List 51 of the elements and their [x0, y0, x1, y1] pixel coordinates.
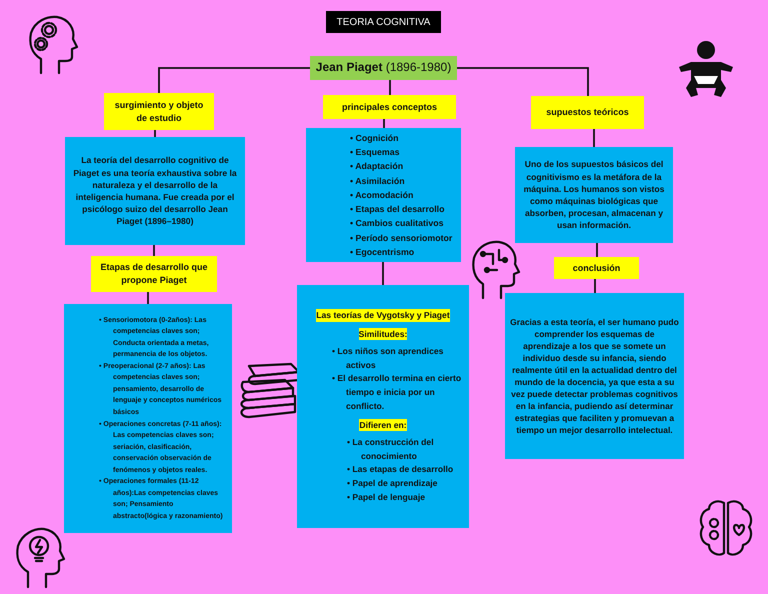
bullet-item: • Esquemas — [350, 146, 401, 160]
comparison-box — [297, 285, 469, 528]
highlighted-heading: Las teorías de Vygotsky y Piaget — [316, 309, 450, 322]
category-box — [91, 256, 217, 292]
text-box — [515, 147, 673, 243]
bullet-item: • Período sensoriomotor — [350, 232, 454, 245]
bullet-item: • Etapas del desarrollo — [350, 203, 446, 216]
list-box — [306, 128, 461, 262]
text-box — [505, 293, 684, 459]
connector-line — [383, 119, 385, 128]
category-box — [104, 93, 214, 130]
node-text: Gracias a esta teoría, el ser humano pudo comprender los esquemas de aprendizaje a los que se somete un individuo desde su infancia, siendo realmente útil en la actualidad dentro del mundo de la docencia, ya que esta a su vez puede detectar problemas cognitivos en la infancia, pudiendo así determinar estrategias que faciliten y promuevan a tiempo un mejor desarrollo intelectual. — [510, 316, 679, 436]
node-text: Jean Piaget (1896-1980) — [316, 59, 452, 76]
highlighted-heading: Difieren en: — [359, 418, 407, 431]
connector-line — [153, 245, 155, 256]
bullet-item: • Cognición — [350, 132, 400, 145]
bullet-item: • Los niños son aprendices activos — [332, 344, 444, 372]
bullet-item: • La construcción del conocimiento — [347, 436, 435, 463]
node-text: La teoría del desarrollo cognitivo de Piaget es una teoría exhaustiva sobre la naturaleza y el desarrollo de la inteligencia humana. Fue creada por el psicólogo suizo del desarrollo Jean Piaget (1896–1980) — [72, 154, 238, 228]
category-box — [323, 95, 456, 119]
category-box — [554, 257, 639, 279]
connector-line — [147, 292, 149, 304]
category-box — [531, 96, 644, 129]
node-text: supuestos teóricos — [546, 106, 629, 119]
connector-line — [596, 243, 598, 257]
bullet-item: • Cambios cualitativos — [350, 217, 445, 230]
node-text: surgimiento y objeto de estudio — [114, 98, 204, 124]
bullet-item: • El desarrollo termina en cierto tiempo e inicia por un conflicto. — [332, 372, 462, 413]
node-text: principales conceptos — [342, 100, 438, 114]
bullet-item: • Adaptación — [350, 160, 404, 174]
bullet-item: • Papel de lenguaje — [347, 490, 426, 504]
connector-line — [457, 67, 589, 96]
bullet-item: • Las etapas de desarrollo — [347, 463, 454, 476]
node-text: conclusión — [572, 262, 620, 274]
bullet-item: • Asimilación — [350, 174, 406, 188]
root-box — [310, 56, 457, 80]
connector-line — [593, 129, 595, 147]
connector-line — [389, 80, 391, 95]
node-text: Uno de los supuestos básicos del cognitivismo es la metáfora de la máquina. Los humanos son vistos como máquinas biológicas que absorben, procesan, almacenan y usan información. — [522, 158, 666, 232]
list-box — [64, 304, 232, 533]
title-banner: TEORIA COGNITIVA — [326, 11, 441, 33]
node-text: Etapas de desarrollo que propone Piaget — [99, 261, 209, 287]
connector-line — [594, 279, 596, 293]
bullet-item: • Papel de aprendizaje — [347, 477, 438, 490]
bullet-item: • Acomodación — [350, 188, 414, 202]
connector-line — [154, 130, 156, 137]
bullet-item: • Egocentrismo — [350, 246, 416, 259]
text-box — [65, 137, 245, 245]
highlighted-heading: Similitudes: — [358, 328, 408, 340]
connector-line — [158, 67, 310, 93]
connector-line — [382, 262, 384, 285]
